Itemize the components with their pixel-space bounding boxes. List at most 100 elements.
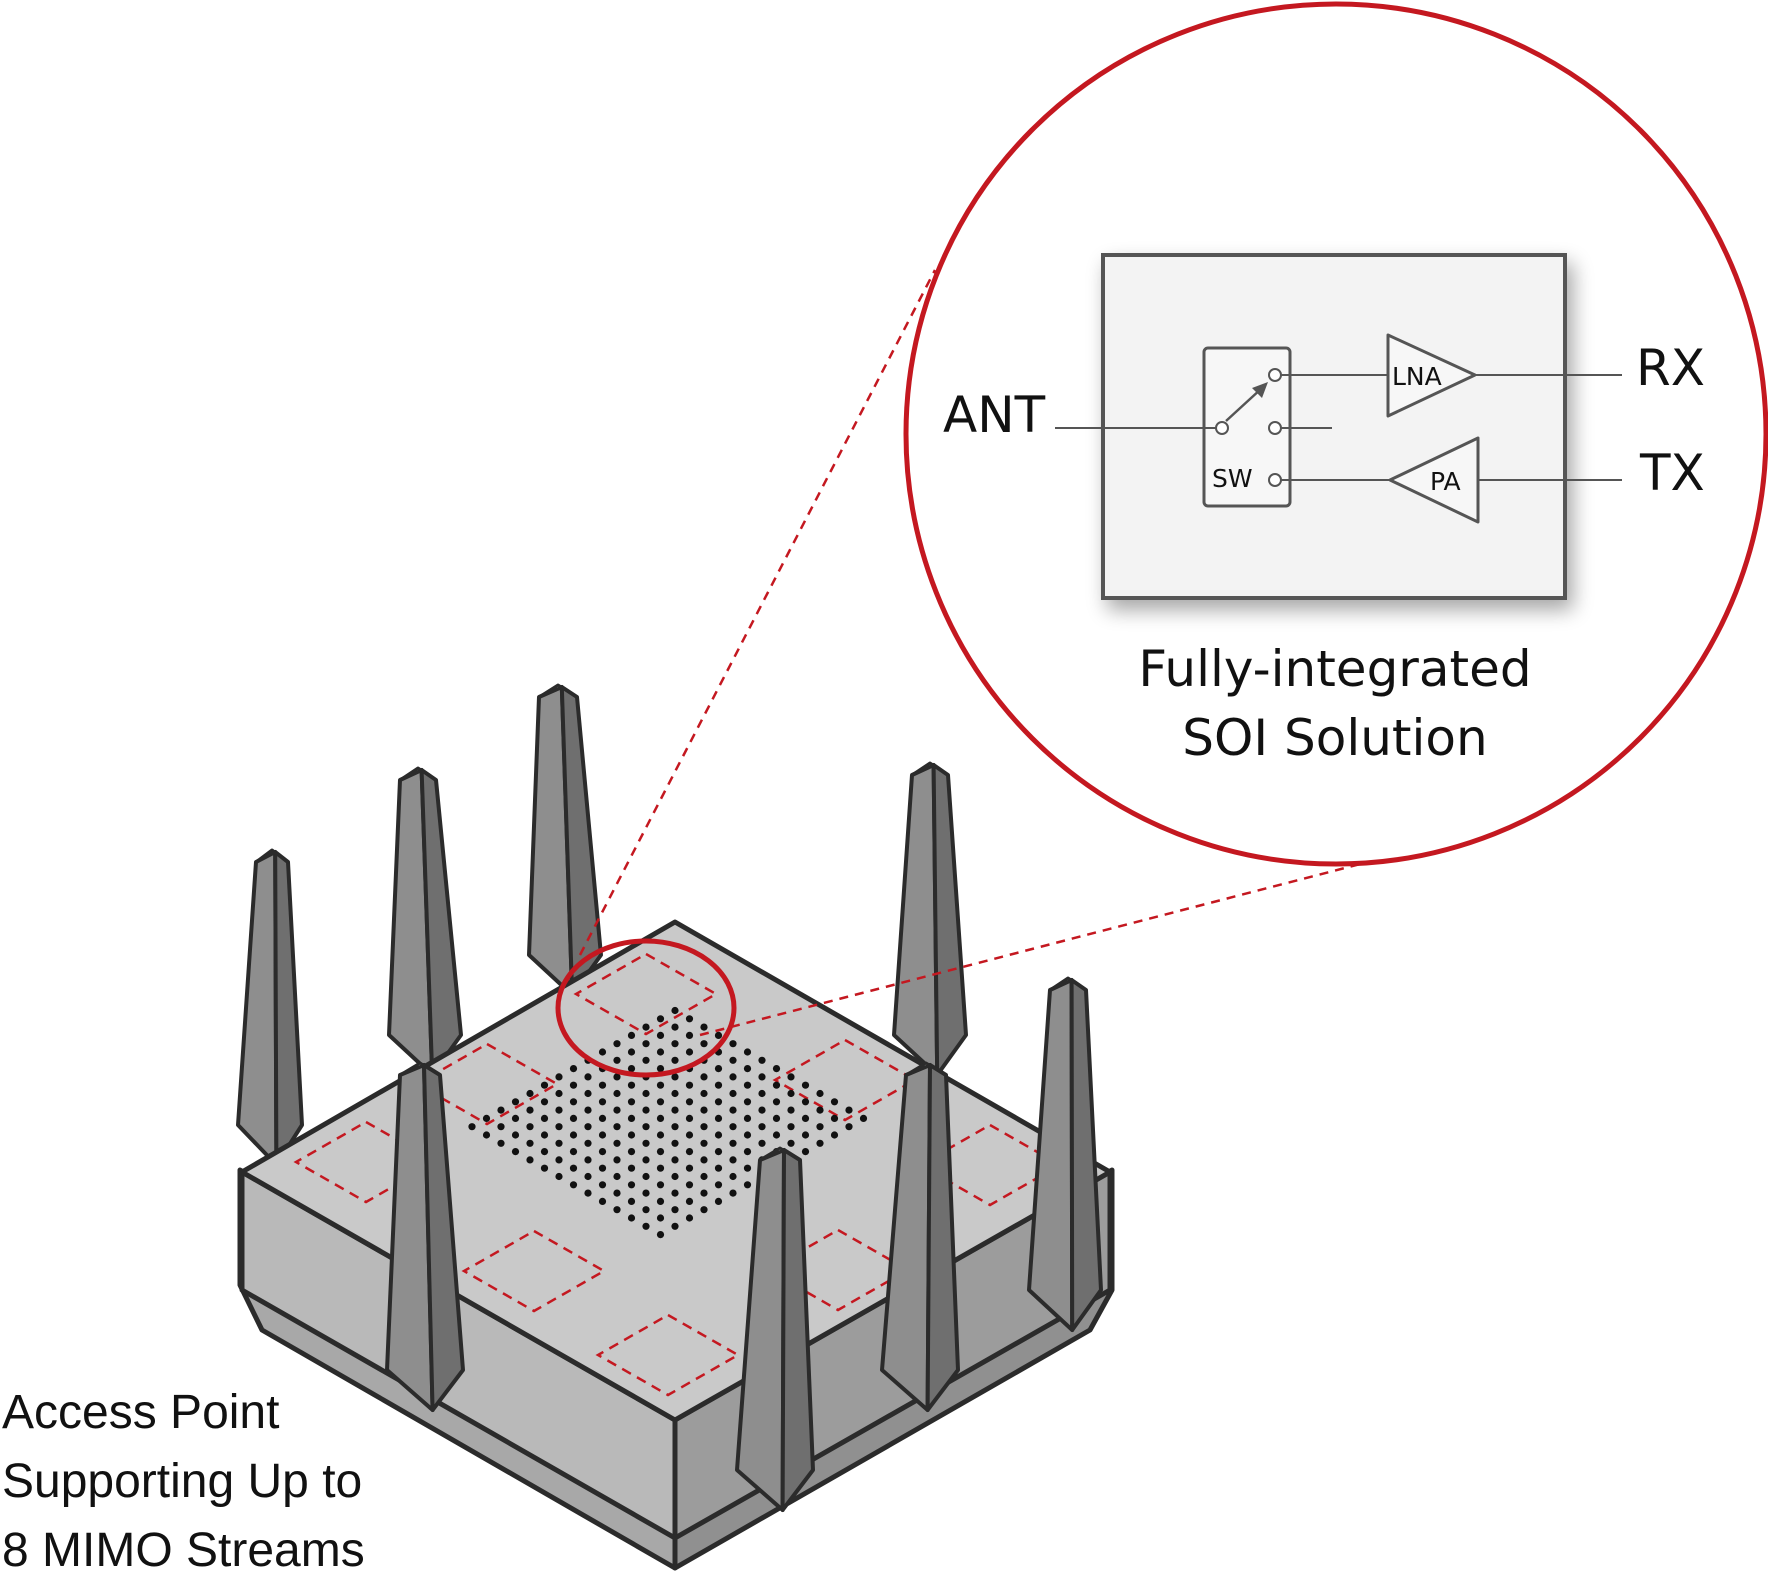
- vent-dot: [642, 1056, 650, 1064]
- vent-dot: [801, 1098, 810, 1106]
- vent-dot: [729, 1073, 737, 1081]
- vent-dot: [714, 1031, 723, 1039]
- vent-dot: [743, 1114, 752, 1122]
- signal-wires: [1055, 374, 1622, 481]
- highlight-circle: [555, 938, 737, 1078]
- vent-dot: [685, 1031, 694, 1039]
- rx-label: RX: [1636, 339, 1705, 397]
- vent-dot: [598, 1098, 607, 1106]
- vent-dot: [671, 1056, 679, 1064]
- vent-dot: [555, 1106, 563, 1114]
- vent-dot: [656, 1114, 665, 1122]
- vent-dot: [642, 1206, 650, 1214]
- vent-dot: [758, 1123, 766, 1131]
- vent-dot: [613, 1123, 621, 1131]
- antenna-back-3: [527, 683, 603, 997]
- vent-dot: [743, 1065, 752, 1073]
- vent-dot: [656, 1065, 665, 1073]
- vent-dot: [685, 1197, 694, 1205]
- vent-dot: [627, 1031, 636, 1039]
- vent-dot: [627, 1148, 636, 1156]
- vent-dot: [540, 1148, 549, 1156]
- vent-dot: [613, 1056, 621, 1064]
- vent-dot: [627, 1164, 636, 1172]
- vent-dot: [526, 1139, 534, 1147]
- vent-dot: [729, 1189, 737, 1197]
- vent-dot: [801, 1114, 810, 1122]
- vent-dot: [482, 1114, 491, 1122]
- sw-label: SW: [1212, 464, 1253, 493]
- vent-dot: [540, 1131, 549, 1139]
- vent-dot: [729, 1040, 737, 1048]
- vent-dot: [642, 1123, 650, 1131]
- soi-caption-line1: Fully-integrated: [1138, 640, 1531, 698]
- vent-dot: [584, 1189, 592, 1197]
- vent-dot: [859, 1114, 868, 1122]
- vent-dot: [627, 1181, 636, 1189]
- vent-dot: [671, 1040, 679, 1048]
- vent-dot: [671, 1073, 679, 1081]
- vent-dot: [613, 1040, 621, 1048]
- vent-dot: [598, 1148, 607, 1156]
- vent-dot: [497, 1106, 505, 1114]
- vent-dot: [845, 1106, 853, 1114]
- vent-dot: [627, 1048, 636, 1056]
- vent-dot: [700, 1156, 708, 1164]
- vent-dot: [642, 1040, 650, 1048]
- vent-dot: [700, 1123, 708, 1131]
- vent-dot: [511, 1148, 520, 1156]
- vent-dot: [555, 1073, 563, 1081]
- vent-dot: [642, 1023, 650, 1031]
- vent-dot: [627, 1214, 636, 1222]
- lna-amplifier: [1386, 333, 1477, 418]
- vent-dot: [642, 1106, 650, 1114]
- vent-dot: [642, 1156, 650, 1164]
- ant-label: ANT: [943, 386, 1046, 444]
- vent-dot: [729, 1089, 737, 1098]
- vent-dot: [787, 1073, 795, 1081]
- chip-footprint: [414, 1042, 560, 1126]
- vent-dot: [656, 1031, 665, 1039]
- vent-dot: [555, 1123, 563, 1131]
- vent-dot: [700, 1206, 708, 1214]
- vent-dot: [729, 1172, 737, 1181]
- vent-dot: [685, 1148, 694, 1156]
- antenna-back-1: [236, 848, 304, 1167]
- vent-dot: [584, 1106, 592, 1114]
- vent-dot: [671, 1172, 679, 1181]
- vent-dot: [598, 1197, 607, 1205]
- vent-dot: [772, 1081, 781, 1089]
- vent-dot: [743, 1148, 752, 1156]
- vent-dot: [729, 1056, 737, 1064]
- pa-label: PA: [1430, 467, 1461, 496]
- vent-dot: [830, 1131, 839, 1139]
- antenna-back-2: [387, 766, 463, 1077]
- vent-dot: [729, 1106, 737, 1114]
- vent-dot: [656, 1197, 665, 1205]
- vent-dot: [613, 1156, 621, 1164]
- antenna-front-1: [385, 1061, 465, 1412]
- vent-dot: [671, 1023, 679, 1031]
- access-point-router: [236, 683, 1115, 1571]
- vent-dot: [743, 1131, 752, 1139]
- vent-dot: [714, 1181, 723, 1189]
- vent-dot: [743, 1081, 752, 1089]
- vent-dot: [700, 1023, 708, 1031]
- vent-dot: [671, 1206, 679, 1214]
- vent-dot: [685, 1081, 694, 1089]
- chip-footprint: [772, 1038, 918, 1122]
- vent-dot: [511, 1098, 520, 1106]
- vent-dot: [627, 1131, 636, 1139]
- vent-dot: [714, 1164, 723, 1172]
- vent-dot: [656, 1214, 665, 1222]
- vent-dot: [816, 1139, 824, 1147]
- vent-dot: [656, 1081, 665, 1089]
- ap-label-line1: Access Point: [2, 1386, 279, 1439]
- vent-dot: [671, 1106, 679, 1114]
- vent-dot: [482, 1131, 491, 1139]
- vent-dot: [642, 1139, 650, 1147]
- vent-dot: [801, 1131, 810, 1139]
- vent-dot: [598, 1164, 607, 1172]
- vent-dot: [540, 1081, 549, 1089]
- vent-dot: [569, 1181, 578, 1189]
